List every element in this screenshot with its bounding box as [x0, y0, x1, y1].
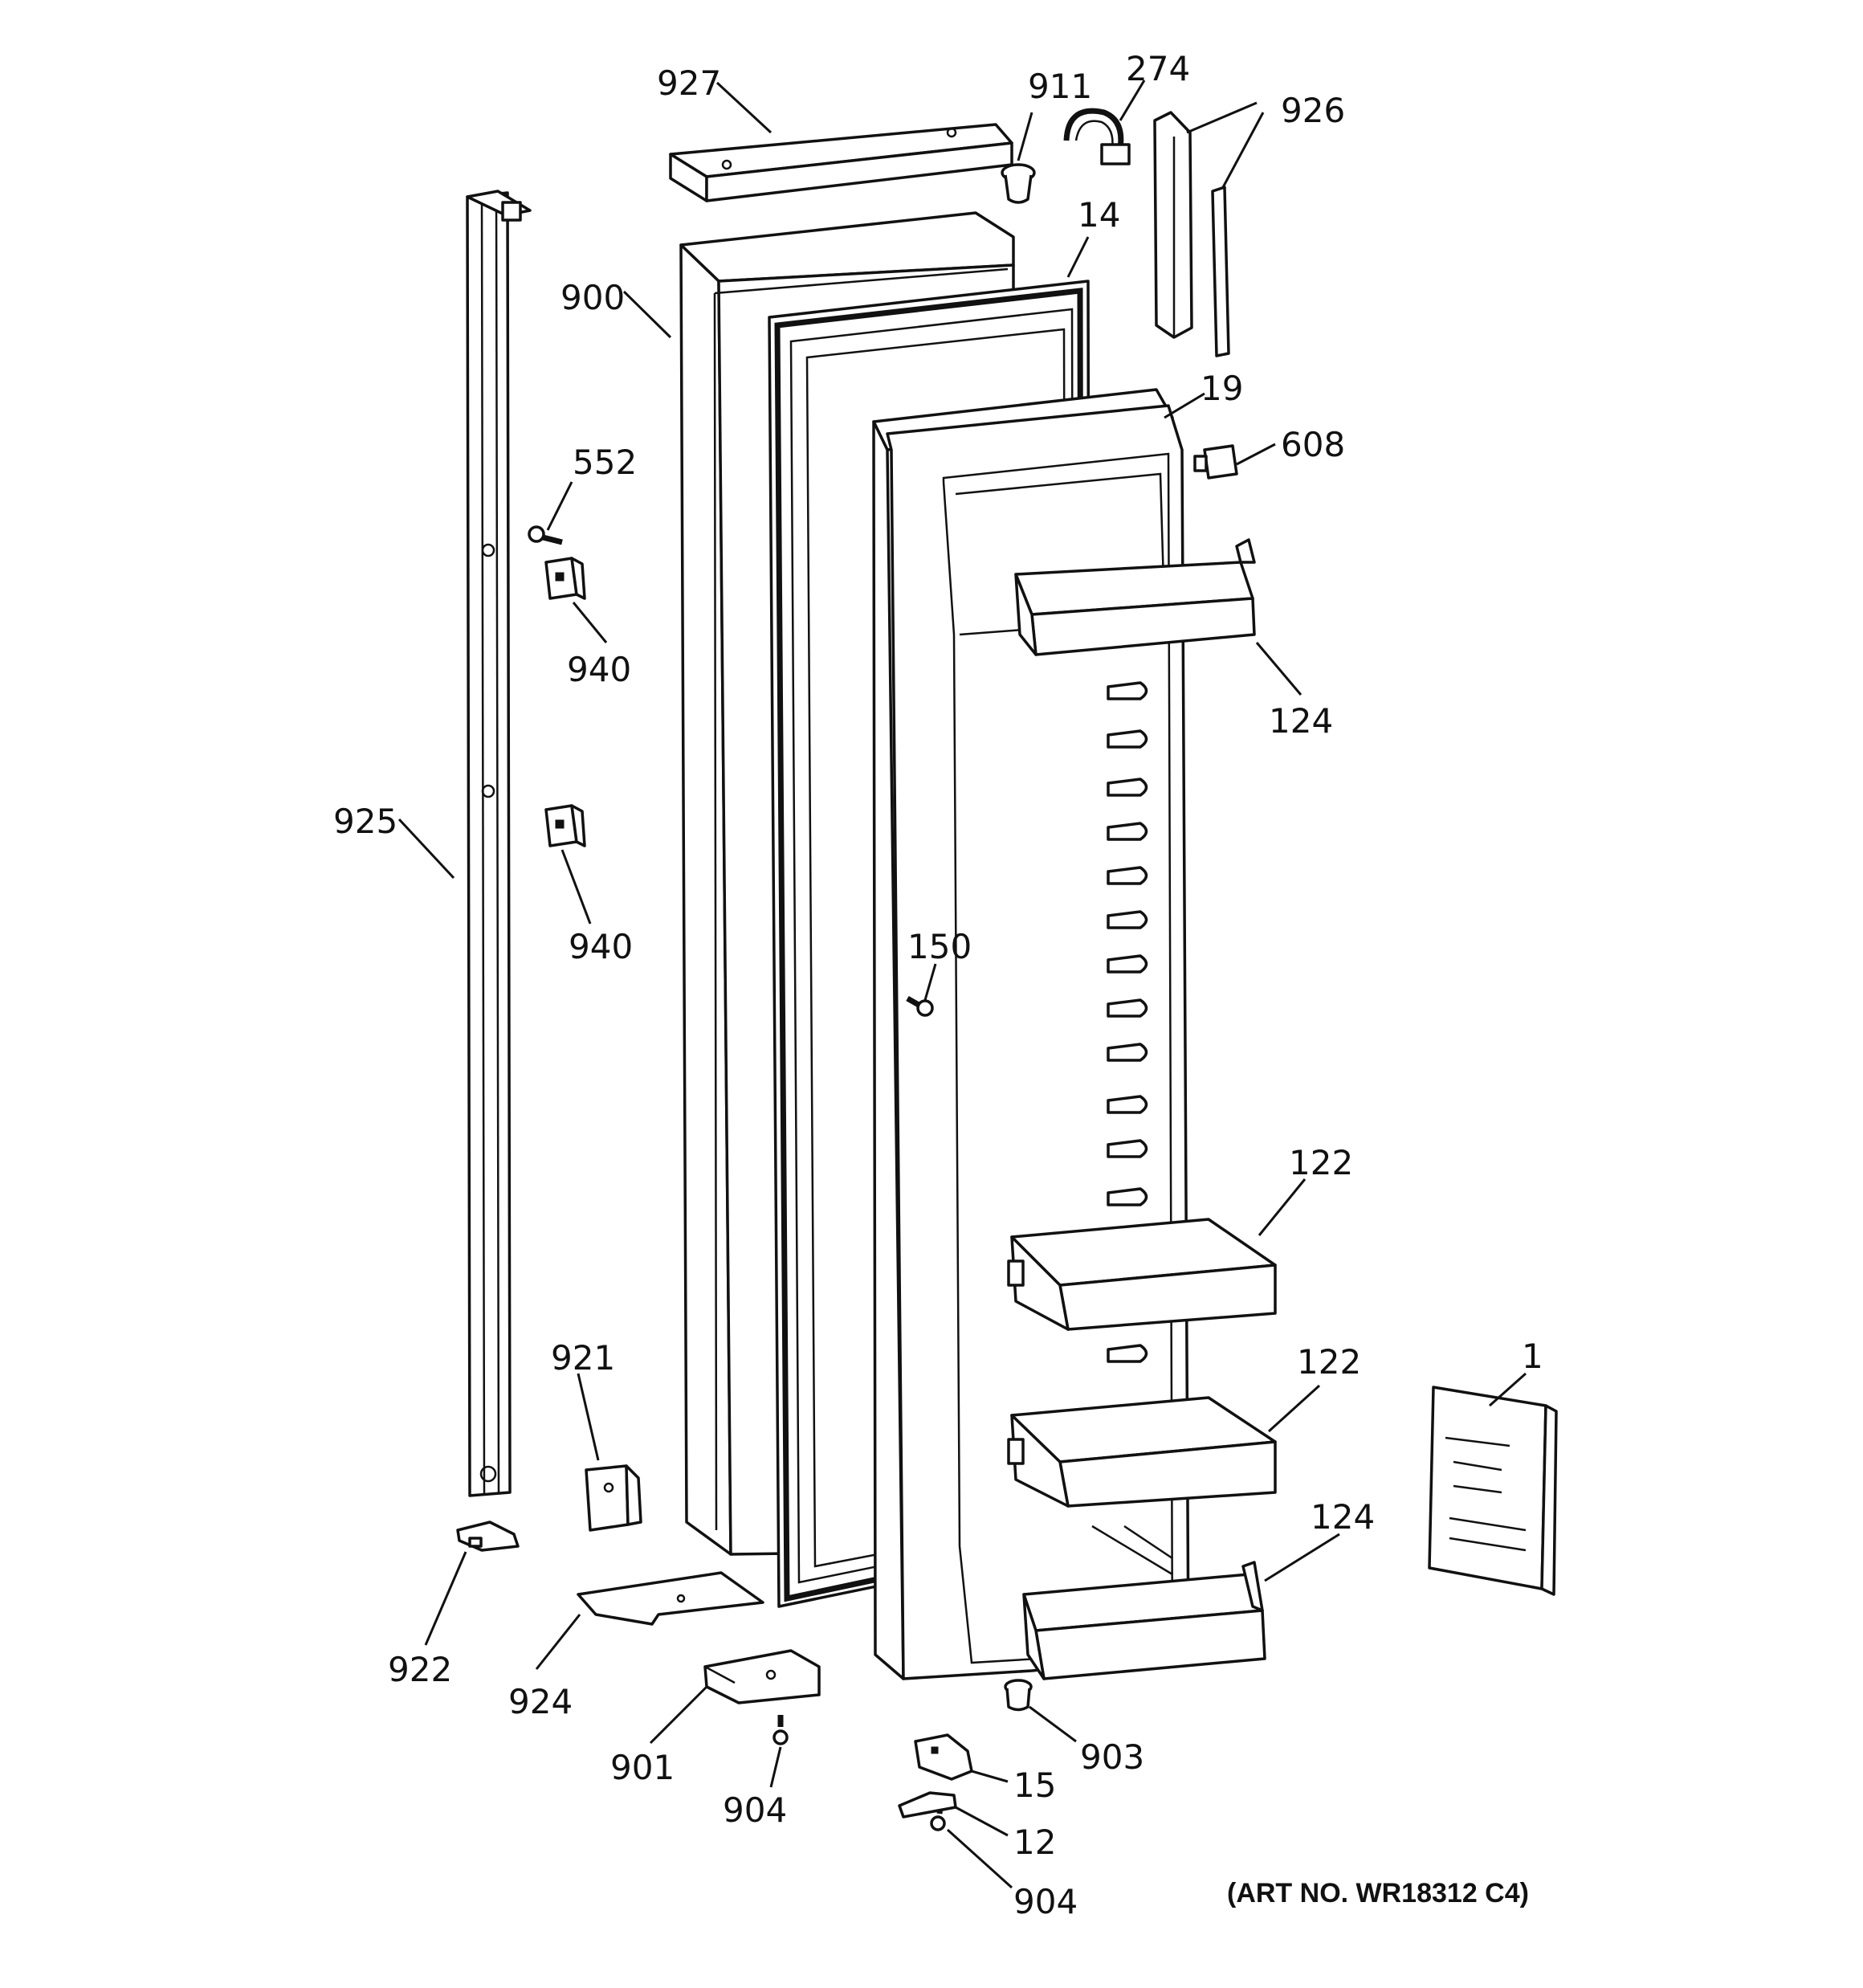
part-901-cover — [703, 1649, 821, 1704]
callout-921: 921 — [551, 1338, 615, 1378]
part-903-bushing — [1004, 1679, 1033, 1712]
part-927-top-cap — [669, 123, 1013, 202]
part-552-screw — [528, 525, 563, 545]
part-1-manual — [1428, 1386, 1558, 1596]
callout-122-upper: 122 — [1289, 1143, 1353, 1182]
part-925-rail — [466, 190, 532, 1497]
part-608-switch — [1193, 444, 1238, 480]
callout-12: 12 — [1013, 1823, 1056, 1862]
callout-903: 903 — [1080, 1737, 1144, 1777]
part-12-hinge-plate — [898, 1791, 957, 1819]
callout-911: 911 — [1028, 67, 1092, 106]
part-921-bracket — [585, 1464, 642, 1532]
callout-150: 150 — [907, 927, 972, 966]
callout-labels: 927 911 274 926 14 900 19 608 552 940 12… — [333, 49, 1543, 1921]
art-number: (ART NO. WR18312 C4) — [1227, 1878, 1529, 1908]
callout-922: 922 — [388, 1650, 452, 1689]
callout-274: 274 — [1126, 49, 1190, 88]
part-940-block-lower — [544, 804, 586, 847]
part-924-plate — [577, 1571, 764, 1626]
callout-940-upper: 940 — [567, 650, 631, 689]
callout-924: 924 — [508, 1682, 573, 1721]
callout-904-a: 904 — [723, 1790, 787, 1830]
callout-124-lower: 124 — [1311, 1497, 1375, 1537]
part-904-screw-a — [773, 1715, 789, 1745]
callout-940-lower: 940 — [569, 927, 633, 966]
callout-14: 14 — [1078, 195, 1120, 235]
part-274-wire-harness — [1063, 108, 1131, 165]
part-922-hinge — [456, 1521, 520, 1552]
callout-1: 1 — [1522, 1337, 1543, 1376]
part-124-lower-bin — [1022, 1561, 1266, 1680]
callout-122-lower: 122 — [1297, 1342, 1361, 1382]
part-15-hinge — [914, 1733, 973, 1781]
callout-904-b: 904 — [1013, 1882, 1078, 1921]
part-911-bushing — [1001, 163, 1036, 204]
leader-lines — [397, 80, 1527, 1889]
part-926-trim-strips — [1153, 111, 1230, 357]
callout-900: 900 — [561, 278, 625, 317]
part-122-lower-bin — [1007, 1396, 1277, 1508]
shelf-clips — [1107, 681, 1148, 1363]
callout-15: 15 — [1013, 1766, 1056, 1805]
callout-925: 925 — [333, 802, 397, 841]
callout-927: 927 — [657, 63, 721, 103]
part-150-screw — [906, 995, 934, 1017]
part-940-block-upper — [544, 557, 586, 600]
callout-608: 608 — [1281, 425, 1345, 464]
part-124-upper-bin — [1014, 538, 1256, 656]
part-122-upper-bin — [1007, 1218, 1277, 1331]
callout-552: 552 — [573, 443, 637, 482]
callout-901: 901 — [610, 1748, 675, 1787]
callout-124-upper: 124 — [1269, 701, 1333, 741]
callout-19: 19 — [1201, 369, 1243, 408]
callout-926: 926 — [1281, 91, 1345, 130]
